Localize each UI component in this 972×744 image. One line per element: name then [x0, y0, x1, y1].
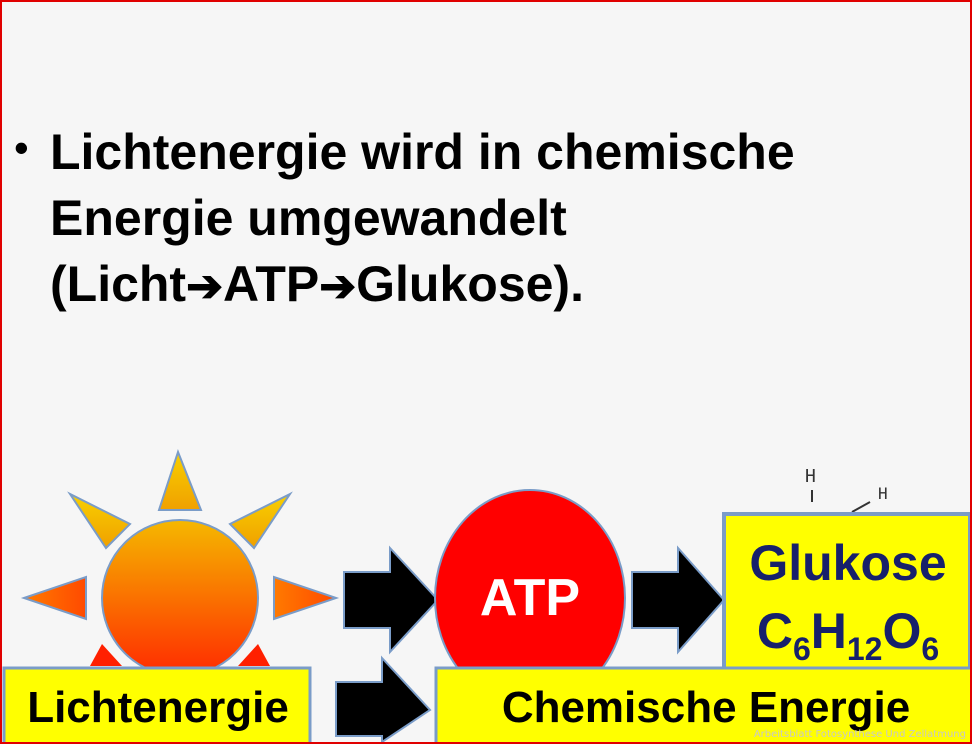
arrow-icon: ➔: [319, 262, 357, 311]
arrow-sun-to-atp: [343, 545, 440, 655]
process-glukose: Glukose).: [356, 256, 584, 312]
licht-label: Lichtenergie: [27, 683, 289, 732]
bullet-marker: •: [14, 124, 29, 171]
arrow-licht-to-chemisch: [335, 655, 432, 742]
bullet-line-1: Lichtenergie wird in chemische: [50, 124, 795, 180]
atom-h-label: H: [805, 466, 816, 487]
formula-h: H: [810, 603, 847, 659]
arrow-atp-to-glukose: [631, 545, 726, 655]
chem-box: [434, 666, 970, 742]
bullet-text: Lichtenergie wird in chemische Energie u…: [50, 119, 950, 320]
process-atp: ATP: [222, 256, 320, 312]
process-licht: (Licht: [50, 256, 187, 312]
atom-h-label: H: [878, 484, 888, 503]
glukose-formula: C6H12O6: [726, 602, 970, 668]
sun-icon: [20, 449, 340, 677]
formula-c: C: [756, 603, 793, 659]
formula-o: O: [882, 603, 922, 659]
chem-label: Chemische Energie: [501, 683, 911, 732]
atp-label: ATP: [479, 569, 581, 627]
licht-box: [2, 666, 312, 742]
formula-c-sub: 6: [792, 631, 811, 667]
bullet-line-3: (Licht➔ATP➔Glukose).: [50, 251, 950, 320]
bullet-line-2: Energie umgewandelt: [50, 190, 567, 246]
arrow-icon: ➔: [186, 262, 223, 311]
formula-h-sub: 12: [846, 631, 883, 667]
glukose-name: Glukose: [749, 535, 947, 591]
glukose-box: [722, 512, 970, 676]
watermark: Arbeitsblatt Fotosynthese Und Zellatmung: [753, 729, 966, 740]
molecule-fragment: [811, 490, 871, 513]
formula-o-sub: 6: [921, 631, 940, 667]
